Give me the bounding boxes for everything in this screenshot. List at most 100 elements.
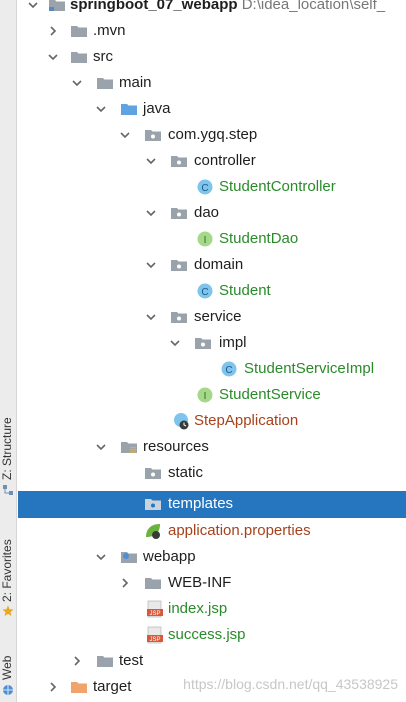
tree-item-static[interactable]: static [18, 460, 406, 486]
folder-icon [145, 578, 161, 589]
tree-item-student-controller[interactable]: C StudentController [18, 174, 406, 200]
interface-icon: I [197, 231, 213, 247]
tree-item-web-inf[interactable]: WEB-INF [18, 570, 406, 596]
chevron-right-icon[interactable] [46, 24, 60, 38]
tree-item-success-jsp[interactable]: JSP success.jsp [18, 622, 406, 648]
chevron-down-icon[interactable] [94, 102, 108, 116]
tree-label: StudentController [219, 178, 336, 195]
chevron-down-icon[interactable] [144, 206, 158, 220]
tree-label: impl [219, 334, 247, 351]
jsp-file-icon: JSP [147, 626, 163, 644]
package-icon [171, 260, 187, 271]
chevron-down-icon[interactable] [46, 50, 60, 64]
tree-label: main [119, 74, 152, 91]
tree-item-project[interactable]: springboot_07_webapp D:\idea_location\se… [18, 0, 406, 18]
package-icon [171, 312, 187, 323]
tree-label: domain [194, 256, 244, 273]
chevron-down-icon[interactable] [94, 550, 108, 564]
tree-item-index-jsp[interactable]: JSP index.jsp [18, 596, 406, 622]
tree-item-templates[interactable]: templates [18, 491, 406, 518]
tree-item-service[interactable]: service [18, 304, 406, 330]
svg-text:JSP: JSP [149, 637, 160, 643]
class-icon: C [197, 179, 213, 195]
tree-item-student-service[interactable]: I StudentService [18, 382, 406, 408]
package-icon [195, 338, 211, 349]
project-tree: springboot_07_webapp D:\idea_location\se… [18, 0, 406, 702]
tree-item-impl[interactable]: impl [18, 330, 406, 356]
project-name: springboot_07_webapp D:\idea_location\se… [70, 0, 385, 14]
tree-item-resources[interactable]: resources [18, 434, 406, 460]
web-icon [3, 685, 13, 695]
tree-label: service [194, 308, 242, 325]
svg-text:C: C [201, 287, 208, 298]
chevron-down-icon[interactable] [144, 258, 158, 272]
svg-text:JSP: JSP [149, 611, 160, 617]
package-icon [171, 208, 187, 219]
chevron-down-icon[interactable] [144, 154, 158, 168]
tree-item-application-properties[interactable]: application.properties [18, 518, 406, 544]
tree-item-controller[interactable]: controller [18, 148, 406, 174]
tree-label: dao [194, 204, 220, 221]
chevron-down-icon[interactable] [168, 336, 182, 350]
package-icon [145, 468, 161, 479]
tree-item-java[interactable]: java [18, 96, 406, 122]
class-icon: C [197, 283, 213, 299]
tree-item-main[interactable]: main [18, 70, 406, 96]
folder-icon [49, 0, 65, 11]
class-icon: C [221, 361, 237, 377]
tree-label: Student [219, 282, 271, 299]
structure-icon [3, 485, 13, 495]
tree-item-mvn[interactable]: .mvn [18, 18, 406, 44]
chevron-down-icon[interactable] [70, 76, 84, 90]
tree-label: target [93, 678, 132, 695]
tree-label: WEB-INF [168, 574, 232, 591]
star-icon [2, 605, 14, 616]
project-path: D:\idea_location\self_ [241, 0, 386, 13]
tab-favorites[interactable]: 2: Favorites [0, 539, 14, 602]
watermark: https://blog.csdn.net/qq_43538925 [183, 676, 398, 692]
tree-item-target[interactable]: target [18, 674, 406, 700]
tree-label: .mvn [93, 22, 126, 39]
tree-item-webapp[interactable]: webapp [18, 544, 406, 570]
tree-label: controller [194, 152, 256, 169]
chevron-down-icon[interactable] [118, 128, 132, 142]
tree-item-package[interactable]: com.ygq.step [18, 122, 406, 148]
tree-item-student-service-impl[interactable]: C StudentServiceImpl [18, 356, 406, 382]
excluded-folder-icon [71, 682, 87, 693]
tree-label: StudentServiceImpl [244, 360, 375, 377]
tree-item-student[interactable]: C Student [18, 278, 406, 304]
chevron-down-icon[interactable] [94, 440, 108, 454]
svg-text:I: I [204, 235, 207, 246]
chevron-down-icon[interactable] [144, 310, 158, 324]
resources-folder-icon [121, 442, 137, 453]
tree-item-domain[interactable]: domain [18, 252, 406, 278]
spring-boot-class-icon [174, 413, 189, 430]
folder-icon [97, 78, 113, 89]
folder-icon [71, 26, 87, 37]
tree-item-step-application[interactable]: StepApplication [18, 408, 406, 434]
package-icon [145, 499, 161, 510]
svg-text:I: I [204, 391, 207, 402]
tree-item-dao[interactable]: dao [18, 200, 406, 226]
tree-label: resources [143, 438, 209, 455]
chevron-right-icon[interactable] [46, 680, 60, 694]
tree-item-student-dao[interactable]: I StudentDao [18, 226, 406, 252]
tool-window-strip: Z: Structure 2: Favorites Web [0, 0, 17, 702]
svg-text:C: C [225, 365, 232, 376]
package-icon [145, 130, 161, 141]
tree-label: StudentService [219, 386, 321, 403]
tree-item-test[interactable]: test [18, 648, 406, 674]
tree-label: src [93, 48, 113, 65]
tree-label: index.jsp [168, 600, 228, 617]
tab-web[interactable]: Web [0, 655, 14, 680]
chevron-right-icon[interactable] [70, 654, 84, 668]
tree-label: success.jsp [168, 626, 246, 643]
tree-item-src[interactable]: src [18, 44, 406, 70]
tree-label: com.ygq.step [168, 126, 258, 143]
svg-text:C: C [201, 183, 208, 194]
chevron-down-icon[interactable] [26, 0, 40, 12]
chevron-right-icon[interactable] [118, 576, 132, 590]
tab-structure[interactable]: Z: Structure [0, 417, 14, 480]
web-folder-icon [121, 552, 137, 563]
tree-label: test [119, 652, 144, 669]
